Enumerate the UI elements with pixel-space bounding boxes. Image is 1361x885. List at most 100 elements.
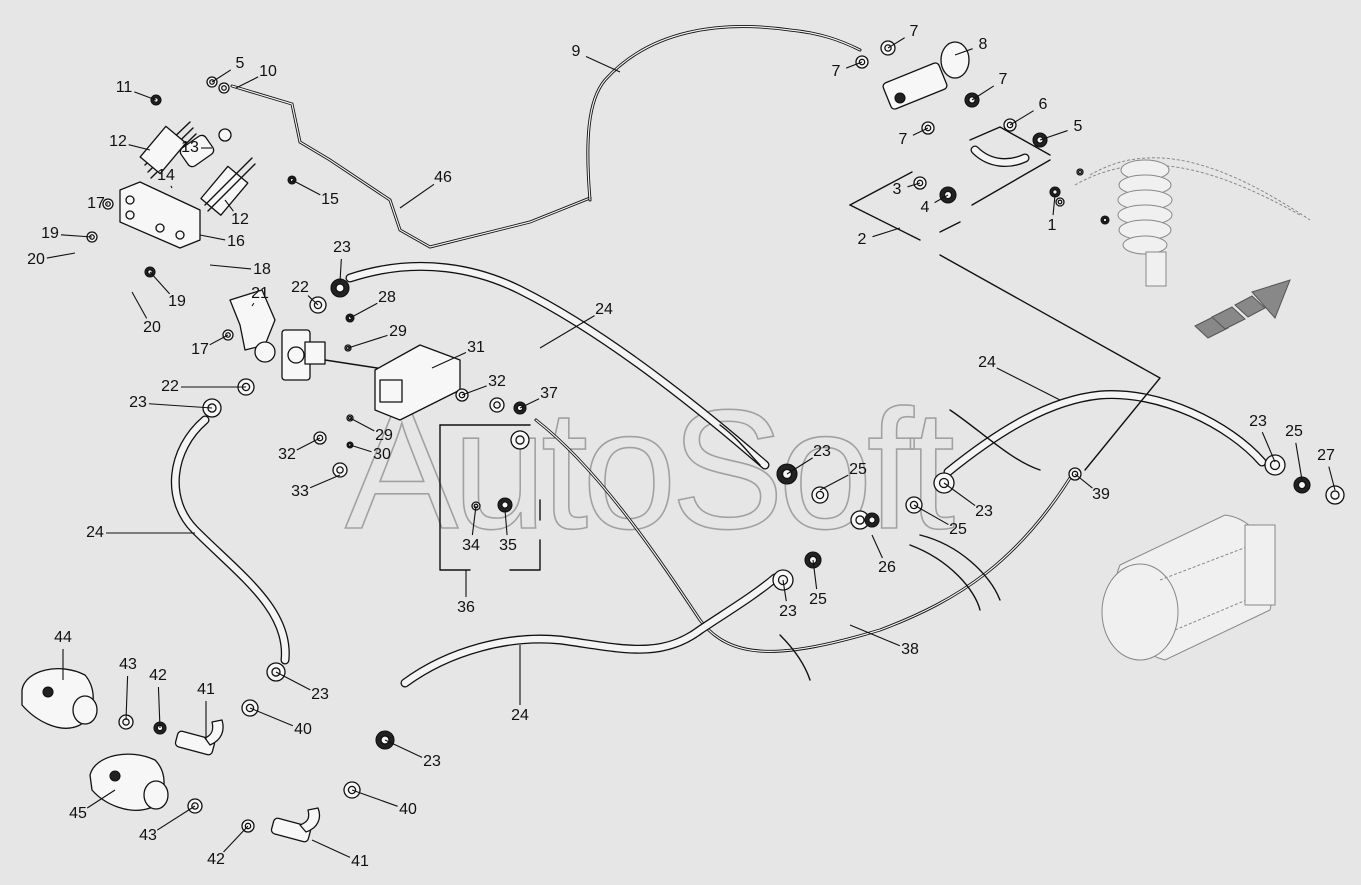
leader-line-c45	[86, 789, 116, 809]
relay-valve-8	[882, 41, 970, 110]
leader-line-c20b	[131, 291, 148, 319]
callout-c16: 16	[227, 233, 245, 250]
leader-line-c7c	[971, 85, 995, 101]
leader-line-c3	[907, 182, 921, 188]
leader-line-c33	[309, 474, 341, 489]
leader-line-c30	[349, 444, 372, 453]
callout-c18: 18	[253, 261, 271, 278]
callout-c2: 2	[858, 231, 867, 248]
leader-line-c39	[1074, 473, 1093, 489]
leader-line-c9	[585, 56, 621, 73]
callout-c14: 14	[157, 167, 175, 184]
leader-line-c6	[1009, 110, 1034, 126]
ghost-air-tank	[1101, 514, 1276, 661]
lever-21	[229, 289, 276, 363]
leader-line-c25c	[1295, 442, 1303, 481]
leader-line-c23h	[384, 739, 423, 758]
callout-c22a: 22	[291, 279, 309, 296]
callout-c24d: 24	[511, 707, 529, 724]
direction-arrow-icon	[1194, 279, 1291, 339]
callout-c39: 39	[1092, 486, 1110, 503]
air-hose-24-right	[943, 390, 1267, 477]
callout-c5b: 5	[1074, 118, 1083, 135]
callout-c20a: 20	[27, 251, 45, 268]
leader-line-c23e	[1261, 431, 1276, 463]
elbow-41-upper	[174, 719, 224, 756]
ghost-suspension-spring	[1074, 157, 1311, 287]
callout-c4: 4	[921, 199, 930, 216]
leader-line-c40a	[249, 707, 294, 727]
control-cable-9	[586, 25, 862, 202]
callout-c7b: 7	[832, 63, 841, 80]
callout-c29a: 29	[389, 323, 407, 340]
callout-c33: 33	[291, 483, 309, 500]
callout-c13: 13	[181, 139, 199, 156]
leader-line-c1	[1052, 194, 1056, 216]
leader-line-c23g	[275, 671, 311, 691]
callout-c23h: 23	[423, 753, 441, 770]
section-line	[919, 534, 1001, 601]
callout-c17a: 17	[87, 195, 105, 212]
leader-line-c26	[871, 534, 883, 559]
leader-line-c28	[349, 302, 378, 319]
fitting-bore	[868, 516, 876, 524]
leader-line-c24a	[539, 315, 595, 349]
fitting-bore	[335, 283, 345, 293]
callout-c44: 44	[54, 629, 72, 646]
callout-c30: 30	[373, 446, 391, 463]
callout-c23e: 23	[1249, 413, 1267, 430]
leader-line-c34	[471, 505, 477, 536]
leader-line-c29a	[347, 334, 388, 349]
callout-c22b: 22	[161, 378, 179, 395]
callout-c1: 1	[1048, 217, 1057, 234]
brake-valve-assembly	[281, 329, 391, 381]
section-line	[779, 634, 811, 681]
spring-12-left	[139, 121, 197, 179]
callout-c34: 34	[462, 537, 480, 554]
callout-c23g: 23	[311, 686, 329, 703]
section-line	[719, 424, 761, 466]
leader-line-c46	[399, 183, 435, 209]
callout-c41b: 41	[351, 853, 369, 870]
callout-c7a: 7	[910, 23, 919, 40]
coupling-head-45	[89, 753, 169, 811]
fitting-bore	[221, 85, 227, 91]
callout-c38: 38	[901, 641, 919, 658]
fitting-bore	[815, 490, 825, 500]
fitting-bore	[1330, 490, 1340, 500]
leader-line-c32b	[296, 437, 321, 451]
air-hose-24-upper	[345, 261, 770, 470]
group-frame-2	[849, 126, 1161, 471]
callout-c32b: 32	[278, 446, 296, 463]
leader-line-c5a	[211, 69, 232, 83]
callout-c7d: 7	[899, 131, 908, 148]
leader-line-c7b	[846, 61, 863, 69]
leader-line-c27	[1328, 466, 1336, 491]
callout-c45: 45	[69, 805, 87, 822]
callout-c42a: 42	[149, 667, 167, 684]
leader-line-c42a	[157, 686, 161, 729]
callout-c23d: 23	[975, 503, 993, 520]
callout-c8: 8	[979, 36, 988, 53]
callout-c32a: 32	[488, 373, 506, 390]
leader-line-c21	[251, 302, 255, 307]
fitting-bore	[1057, 199, 1063, 205]
leader-line-c19b	[149, 271, 171, 295]
callout-c21: 21	[251, 285, 269, 302]
callout-c27: 27	[1317, 447, 1335, 464]
callout-c46: 46	[434, 169, 452, 186]
callout-c42b: 42	[207, 851, 225, 868]
callout-c35: 35	[499, 537, 517, 554]
leader-line-c32a	[461, 385, 487, 396]
watermark: AutoSoft	[345, 375, 954, 565]
callout-c43b: 43	[139, 827, 157, 844]
coupling-head-44	[21, 668, 98, 729]
callout-c19a: 19	[41, 225, 59, 242]
leader-line-c38	[849, 624, 901, 647]
leader-line-c43a	[125, 675, 129, 721]
callout-c10: 10	[259, 63, 277, 80]
leader-line-c25b	[913, 504, 949, 526]
callout-c9: 9	[572, 43, 581, 60]
leader-line-c29b	[349, 417, 375, 432]
